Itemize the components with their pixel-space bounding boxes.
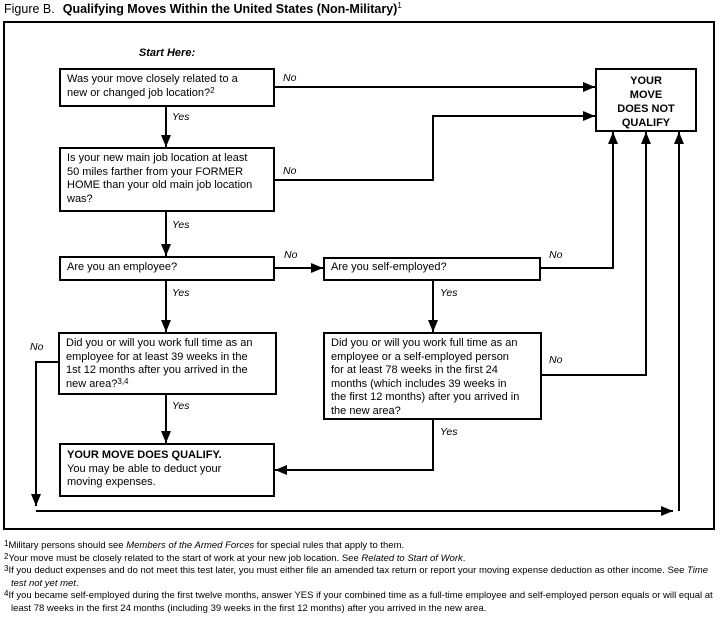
edge-label-q1-no: No — [283, 72, 297, 84]
chart-border-frame — [3, 21, 715, 530]
connector-q4-no — [541, 132, 618, 269]
question-text-line: 1st 12 months after you arrived in the — [66, 364, 248, 376]
connector-q5-no-down — [31, 361, 59, 506]
outcome-text-line: YOUR — [630, 75, 662, 87]
start-here-label: Start Here: — [138, 47, 196, 59]
figure-number: Figure B. — [4, 2, 55, 16]
question-text-line: was? — [67, 192, 93, 205]
outcome-text-line: MOVE — [629, 89, 663, 101]
edge-label-q3-no: No — [284, 249, 298, 261]
edge-label-q5-no: No — [30, 341, 44, 353]
footnote-3: 3If you deduct expenses and do not meet … — [4, 564, 709, 589]
question-text-line: employee for at least 39 weeks in the — [66, 350, 248, 363]
footnote-ref: 3,4 — [117, 376, 129, 386]
footnote-marker: 3 — [4, 564, 9, 573]
figure-title-text: Qualifying Moves Within the United State… — [62, 2, 398, 16]
question-box-78-weeks: Did you or will you work full time as an… — [323, 332, 542, 420]
footnote-marker: 2 — [4, 551, 9, 561]
connector-q6-no — [541, 132, 651, 376]
edge-label-q6-yes: Yes — [440, 426, 458, 438]
question-text-line: Are you an employee? — [67, 261, 178, 273]
question-box-50-miles: Is your new main job location at least 5… — [59, 147, 275, 212]
footnotes-section: 1Military persons should see Members of … — [4, 540, 716, 615]
connector-q2-no — [275, 111, 595, 181]
outcome-box-qualify: YOUR MOVE DOES QUALIFY. You may be able … — [59, 443, 275, 497]
question-text-line: Did you or will you work full time as an — [331, 337, 518, 349]
edge-label-q2-no: No — [283, 165, 297, 177]
question-box-39-weeks: Did you or will you work full time as an… — [58, 332, 277, 395]
question-text-line: new area?3,4 — [66, 376, 129, 390]
edge-label-q3-yes: Yes — [172, 287, 190, 299]
outcome-text-line: moving expenses. — [67, 476, 156, 488]
edge-label-q4-yes: Yes — [440, 287, 458, 299]
question-box-job-related: Was your move closely related to a new o… — [59, 68, 275, 107]
outcome-text-line: QUALIFY — [621, 117, 671, 129]
question-text-line: Are you self-employed? — [331, 261, 447, 273]
question-text-line: HOME than your old main job location — [67, 179, 253, 191]
edge-label-q6-no: No — [549, 354, 563, 366]
question-text-line: months (which includes 39 weeks in — [331, 377, 507, 390]
title-footnote-ref: 1 — [397, 1, 402, 10]
question-text-line: 50 miles farther from your FORMER — [67, 165, 244, 178]
qualify-title: YOUR MOVE DOES QUALIFY. — [67, 449, 222, 461]
footnote-marker: 4 — [4, 589, 9, 598]
footnote-1: 1Military persons should see Members of … — [4, 539, 405, 552]
question-text-line: the first 12 months) after you arrived i… — [331, 391, 520, 403]
edge-label-q2-yes: Yes — [172, 219, 190, 231]
outcome-text-line: You may be able to deduct your — [67, 462, 222, 475]
question-text-line: employee or a self-employed person — [331, 350, 509, 363]
question-text-line: new or changed job location?2 — [67, 85, 215, 99]
footnote-4: 4If you became self-employed during the … — [4, 589, 713, 614]
outcome-text-line: DOES NOT — [617, 103, 675, 115]
footnote-marker: 1 — [4, 539, 9, 548]
question-box-self-employed: Are you self-employed? — [323, 257, 541, 281]
question-text-line: Did you or will you work full time as an — [66, 337, 253, 349]
edge-label-q1-yes: Yes — [172, 111, 190, 123]
question-text-line: Was your move closely related to a — [67, 73, 238, 85]
footnote-ref: 2 — [210, 85, 215, 95]
question-text-line: the new area? — [331, 404, 401, 417]
question-text-line: Is your new main job location at least — [67, 152, 248, 164]
footnote-2: 2Your move must be closely related to th… — [4, 551, 466, 564]
connector-q6-yes — [275, 420, 434, 475]
question-box-employee: Are you an employee? — [59, 256, 275, 281]
edge-label-q5-yes: Yes — [172, 400, 190, 412]
edge-label-q4-no: No — [549, 249, 563, 261]
question-text-line: for at least 78 weeks in the first 24 — [331, 364, 498, 376]
figure-title: Figure B. Qualifying Moves Within the Uni… — [4, 1, 402, 17]
outcome-box-not-qualify: YOUR MOVE DOES NOT QUALIFY — [595, 68, 697, 132]
